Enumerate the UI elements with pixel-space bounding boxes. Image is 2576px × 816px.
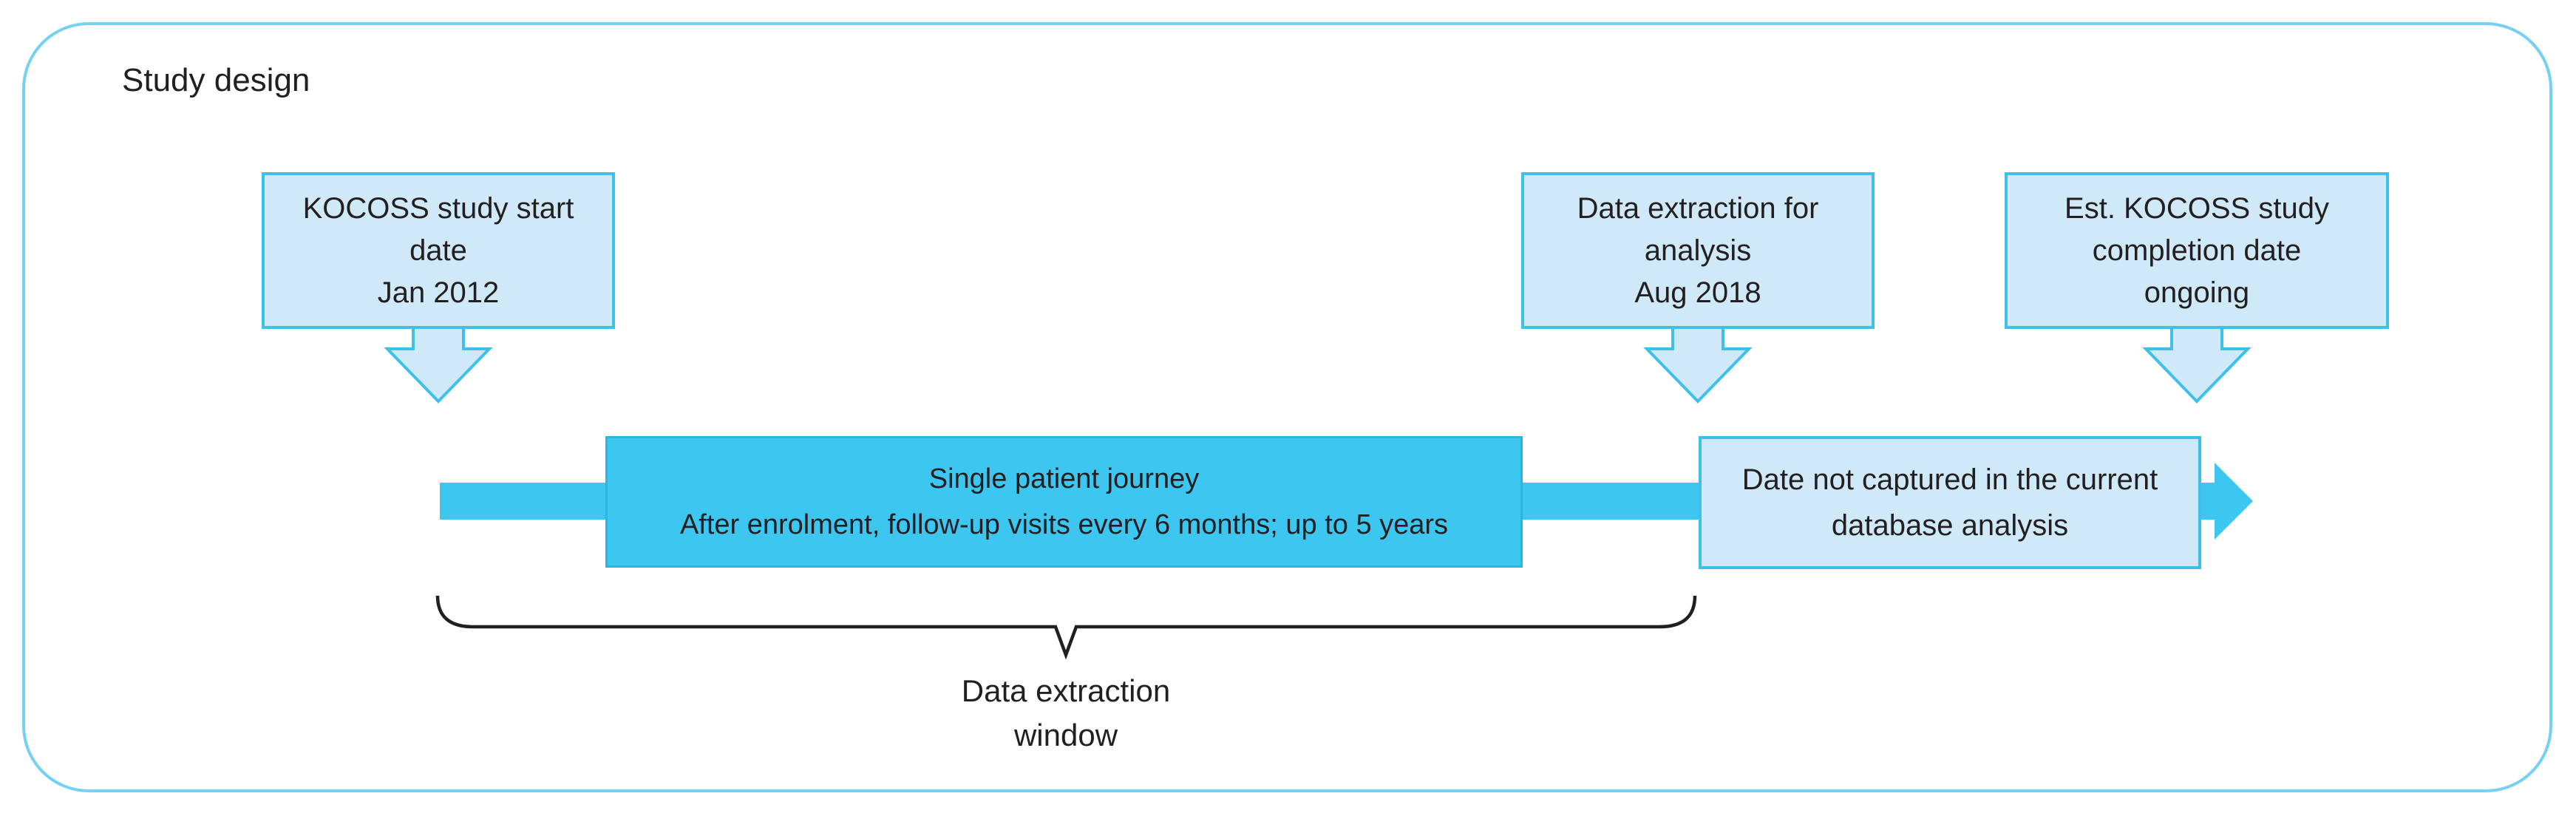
figure-frame — [22, 22, 2552, 792]
milestone-box-completion: Est. KOCOSS study completion date ongoin… — [2005, 172, 2389, 329]
curly-brace-icon — [435, 595, 1697, 660]
journey-box: Single patient journey After enrolment, … — [605, 436, 1523, 568]
down-arrow-icon — [2142, 326, 2252, 404]
journey-label: Single patient journey After enrolment, … — [679, 463, 1449, 540]
figure-title: Study design — [122, 62, 310, 98]
down-arrow-icon — [1643, 326, 1753, 404]
timeline-bar-left — [440, 483, 617, 520]
milestone-label: Est. KOCOSS study completion date ongoin… — [2064, 191, 2329, 309]
milestone-box-study-start: KOCOSS study start date Jan 2012 — [262, 172, 615, 329]
milestone-box-data-extraction: Data extraction for analysis Aug 2018 — [1521, 172, 1875, 329]
milestone-label: KOCOSS study start date Jan 2012 — [302, 191, 574, 309]
right-arrow-icon — [2200, 463, 2253, 540]
down-arrow-icon — [384, 326, 493, 404]
not-captured-label: Date not captured in the current databas… — [1741, 463, 2158, 542]
milestone-label: Data extraction for analysis Aug 2018 — [1577, 191, 1819, 309]
not-captured-box: Date not captured in the current databas… — [1699, 436, 2201, 569]
timeline-bar-middle — [1519, 483, 1700, 520]
extraction-window-label: Data extraction window — [961, 673, 1171, 752]
